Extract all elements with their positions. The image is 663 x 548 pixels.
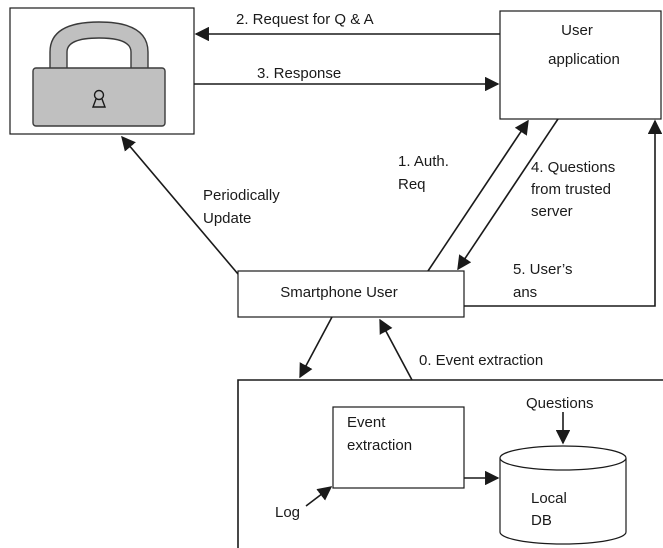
user-application-line1: User (561, 22, 593, 39)
smartphone-user-node: Smartphone User (237, 270, 465, 318)
periodic-update-line1: Periodically (203, 187, 280, 204)
local-db-node: Local DB (499, 445, 627, 545)
response-label: 3. Response (257, 65, 341, 82)
local-db-line1: Local (531, 490, 567, 507)
event-extraction-line1: Event (347, 414, 386, 431)
log-arrow (305, 486, 333, 507)
questions-label: Questions (526, 395, 594, 412)
questions-trusted-line2: from trusted (531, 181, 611, 198)
questions-trusted-line1: 4. Questions (531, 159, 615, 176)
user-application-node: User application (499, 10, 662, 120)
log-label: Log (275, 504, 300, 521)
lock-server-node (9, 7, 195, 135)
auth-request-line1: 1. Auth. (398, 153, 449, 170)
event-extraction-flow-label: 0. Event extraction (419, 352, 543, 369)
periodic-update-arrow (121, 135, 239, 275)
user-answer-line1: 5. User’s (513, 261, 572, 278)
smartphone-user-label: Smartphone User (280, 284, 398, 301)
event-extraction-flow-arrow (379, 318, 413, 381)
event-extraction-node: Event extraction (332, 406, 465, 489)
smartphone-to-device-arrow (299, 316, 333, 379)
auth-request-line2: Req (398, 176, 426, 193)
user-answer-line2: ans (513, 284, 537, 301)
request-label: 2. Request for Q & A (236, 11, 374, 28)
event-extraction-line2: extraction (347, 437, 412, 454)
periodic-update-line2: Update (203, 210, 251, 227)
user-application-line2: application (548, 51, 620, 68)
local-db-line2: DB (531, 512, 552, 529)
user-answer-arrow (464, 119, 663, 307)
padlock-icon (32, 21, 166, 127)
device-container (237, 379, 663, 548)
questions-trusted-line3: server (531, 203, 573, 220)
questions-trusted-arrow (457, 118, 559, 271)
auth-request-arrow (427, 119, 529, 272)
